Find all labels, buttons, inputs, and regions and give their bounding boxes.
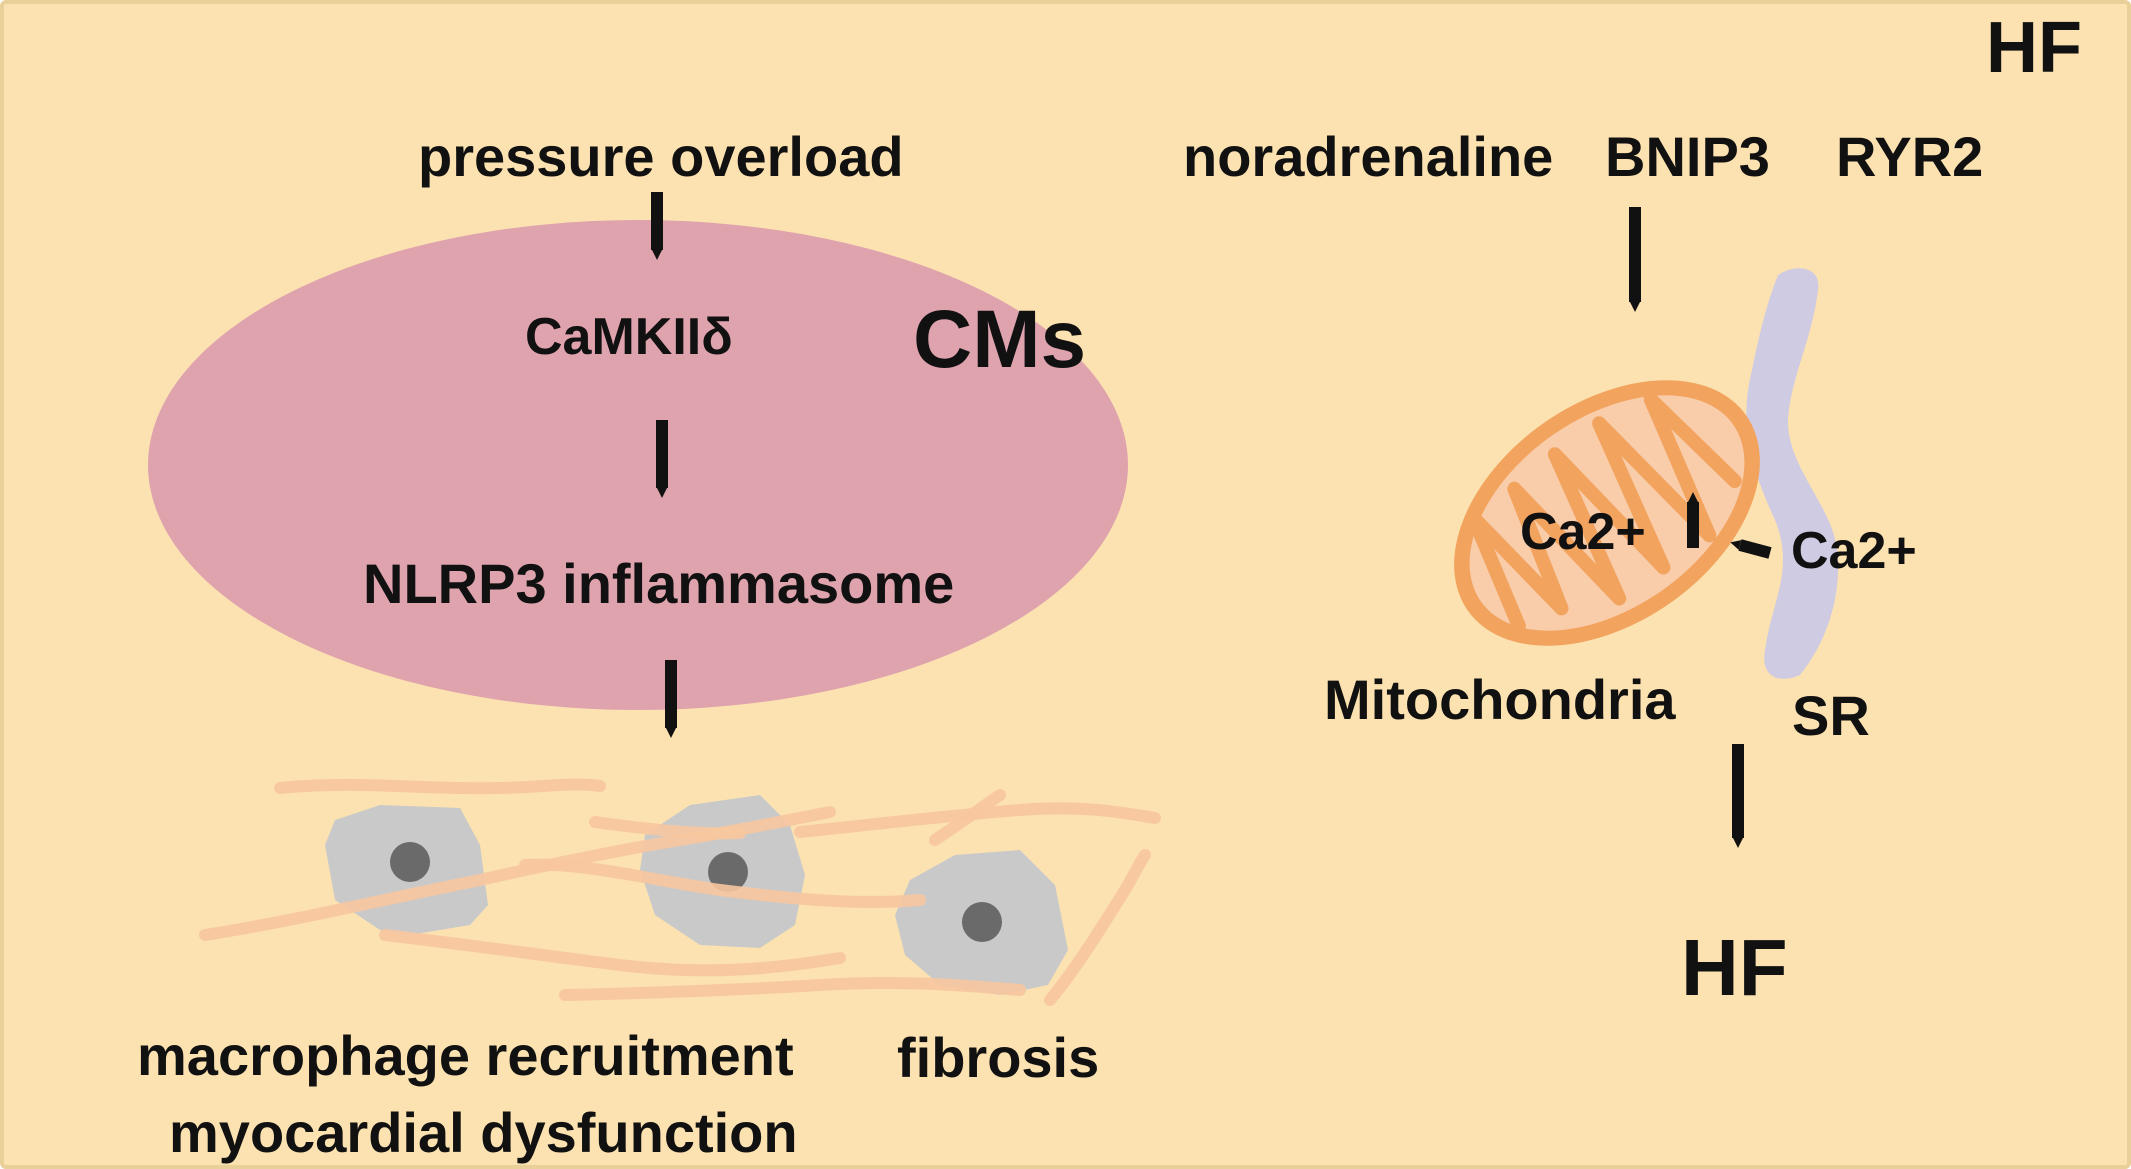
trigger-label: pressure overload	[418, 125, 904, 188]
factor-ryr2-label: RYR2	[1836, 125, 1984, 188]
outcome-fibrosis-label: fibrosis	[897, 1026, 1100, 1089]
heart-failure-label: HF	[1681, 923, 1788, 1012]
sr-label: SR	[1792, 684, 1870, 747]
factor-noradrenaline-label: noradrenaline	[1183, 125, 1554, 188]
calcium-inside-label: Ca2+	[1520, 503, 1646, 561]
mitochondria-icon	[1454, 380, 1760, 646]
collagen-fiber-icon	[519, 858, 926, 908]
arrow-sr-calcium-release	[1730, 539, 1772, 559]
complex-label: NLRP3 inflammasome	[363, 552, 955, 615]
sarcoplasmic-reticulum-icon	[1746, 268, 1839, 679]
collagen-fibers	[199, 778, 1161, 1006]
collagen-fiber-icon	[559, 976, 1026, 1001]
macrophage-nucleus-icon	[708, 852, 748, 892]
macrophage-nucleus-icon	[962, 902, 1002, 942]
collagen-fiber-icon	[929, 789, 1006, 846]
collagen-fiber-icon	[589, 816, 746, 840]
calcium-outside-label: Ca2+	[1791, 522, 1917, 580]
collagen-fiber-icon	[1044, 849, 1151, 1006]
pathway-arrows	[651, 192, 1772, 848]
collagen-fiber-icon	[274, 778, 606, 795]
factor-bnip3-label: BNIP3	[1605, 125, 1770, 188]
outcome-dysfunction-label: myocardial dysfunction	[169, 1101, 798, 1164]
cell-type-label: CMs	[913, 294, 1087, 385]
collagen-fiber-icon	[794, 802, 1161, 838]
kinase-label: CaMKIIδ	[525, 308, 733, 366]
collagen-fiber-icon	[379, 929, 846, 977]
mitochondria-label: Mitochondria	[1324, 668, 1676, 731]
cardiomyocyte-ellipse	[148, 220, 1128, 710]
corner-title: HF	[1986, 8, 2082, 88]
macrophage-nucleus-icon	[390, 842, 430, 882]
macrophage-icon	[895, 850, 1068, 995]
outcome-macrophage-label: macrophage recruitment	[137, 1024, 794, 1087]
